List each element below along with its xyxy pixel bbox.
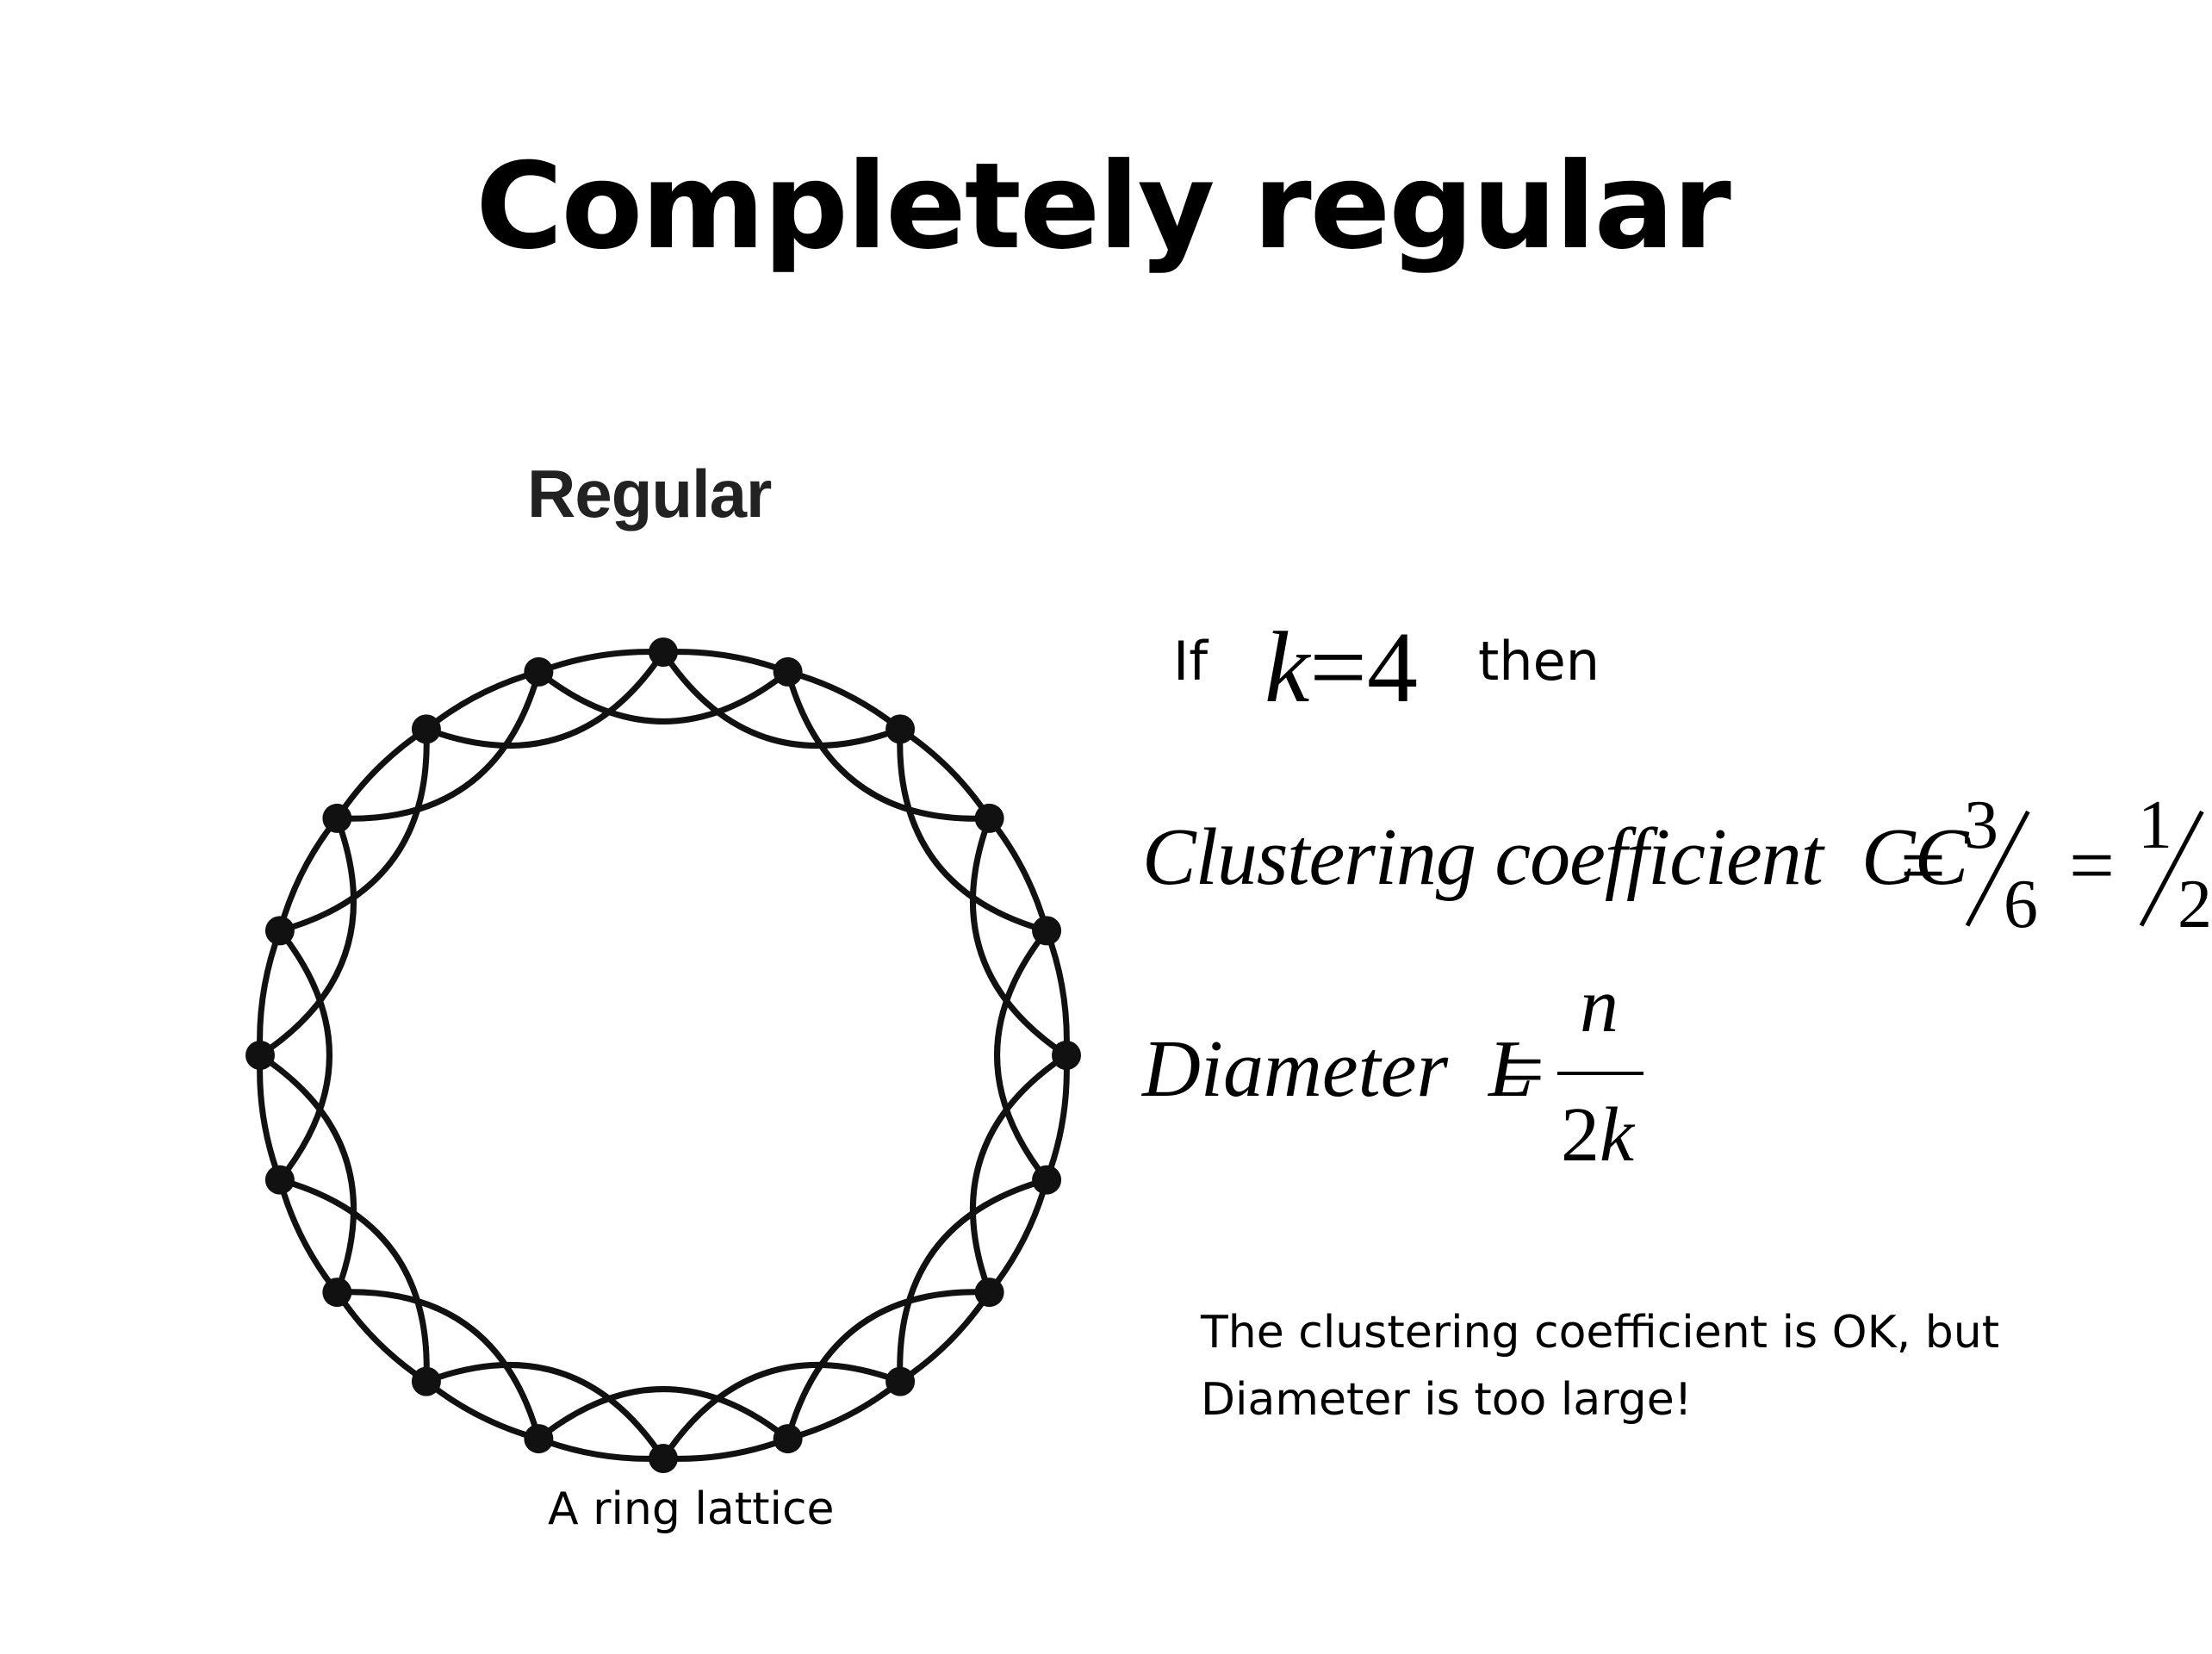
ring-edge [986, 816, 1050, 932]
second-neighbor-edge [970, 817, 1068, 1058]
lattice-node [773, 1424, 803, 1454]
clustering-coefficient-label: Clustering coefficient CC [1142, 810, 1968, 905]
fraction2-numerator: 1 [2138, 787, 2172, 863]
ring-edge [1043, 1054, 1070, 1181]
diameter-equals: = [1499, 1025, 1545, 1115]
lattice-node [524, 1424, 554, 1454]
lattice-node [1032, 1165, 1062, 1195]
lattice-node [974, 803, 1004, 833]
conclusion-note: The clustering coefficient is OK, but Di… [1201, 1299, 1999, 1433]
ring-edge [257, 930, 283, 1056]
second-neighbor-edge [897, 1177, 1048, 1382]
note-line-1: The clustering coefficient is OK, but [1201, 1307, 2000, 1359]
ring-edge [276, 1178, 340, 1295]
ring-edge [898, 726, 992, 820]
diameter-label: Diameter L [1142, 1022, 1533, 1116]
diameter-den-coef: 2 [1561, 1092, 1600, 1178]
k-equals: = [1309, 611, 1367, 724]
second-neighbor-edge [537, 669, 790, 724]
fraction1-numerator: 3 [1964, 787, 1998, 863]
lattice-node [1052, 1041, 1081, 1070]
lattice-node [322, 803, 352, 833]
lattice-node [264, 916, 295, 946]
second-neighbor-edge [258, 1053, 357, 1294]
lattice-node [411, 714, 441, 744]
cc-equals-1: = [1900, 821, 1947, 911]
second-neighbor-edge [994, 929, 1049, 1182]
ring-edge [537, 649, 664, 675]
lattice-node [245, 1041, 275, 1070]
second-neighbor-edge [785, 670, 990, 822]
ring-edge [334, 1290, 428, 1384]
ring-edge [276, 816, 340, 932]
cc-equals-2: = [2069, 821, 2116, 911]
ring-edge [424, 1378, 540, 1442]
ring-edges [257, 649, 1070, 1462]
lattice-node [524, 656, 554, 687]
if-text: If [1173, 630, 1209, 693]
second-neighbor-edge [425, 1362, 666, 1460]
ring-lattice-diagram [245, 637, 1081, 1473]
ring-edge [786, 668, 903, 732]
lattice-node [322, 1278, 352, 1308]
diameter-numerator: n [1580, 963, 1619, 1048]
cc-variable: CC [1861, 812, 1968, 902]
diameter-den-var: k [1600, 1092, 1634, 1178]
second-neighbor-edge [897, 729, 1048, 934]
lattice-node [1032, 916, 1062, 946]
lattice-node [264, 1165, 295, 1195]
lattice-node [411, 1366, 441, 1396]
second-neighbor-edge [661, 650, 902, 749]
second-neighbor-edge [278, 1177, 430, 1382]
ring-edge [786, 1378, 903, 1442]
diameter-denominator: 2k [1561, 1092, 1634, 1178]
second-neighbor-edge [337, 1289, 542, 1440]
second-neighbor-edge [970, 1053, 1068, 1294]
second-neighbor-edge [258, 817, 357, 1058]
fraction2-denominator: 2 [2178, 867, 2212, 942]
ring-edge [662, 649, 789, 675]
ring-edge [898, 1290, 992, 1384]
lattice-node [885, 1366, 916, 1396]
diameter-fraction-bar [1557, 1072, 1643, 1075]
second-neighbor-edge [785, 1289, 990, 1440]
diameter-word: Diameter [1142, 1024, 1449, 1114]
diameter-variable: L [1488, 1024, 1534, 1114]
fraction1-denominator: 6 [2004, 867, 2038, 942]
cc-label: Clustering coefficient [1142, 812, 1824, 902]
lattice-node [885, 714, 916, 744]
ring-edge [334, 726, 428, 820]
ring-edge [662, 1435, 789, 1462]
diagram-caption: A ring lattice [548, 1483, 835, 1535]
then-text: then [1478, 630, 1600, 693]
second-neighbor-edge [277, 929, 332, 1182]
ring-edge [986, 1178, 1050, 1295]
diagram-label: Regular [527, 456, 772, 532]
second-neighbor-edge [337, 670, 542, 822]
lattice-node [649, 637, 678, 667]
lattice-node [773, 656, 803, 687]
k-equation: k=4 [1264, 607, 1418, 728]
ring-edge [257, 1054, 283, 1181]
ring-nodes [245, 637, 1081, 1473]
ring-edge [537, 1435, 664, 1462]
k-variable: k [1264, 611, 1310, 724]
second-neighbor-edge [278, 729, 430, 934]
ring-edge [424, 668, 540, 732]
second-neighbor-edge [661, 1362, 902, 1460]
note-line-2: Diameter is too large! [1201, 1374, 1693, 1426]
ring-edge [1043, 930, 1070, 1056]
slide-title: Completely regular [475, 137, 1731, 276]
second-neighbor-edge [425, 650, 666, 749]
k-value: 4 [1366, 611, 1418, 724]
lattice-node [649, 1444, 678, 1473]
second-neighbor-edge [537, 1386, 790, 1441]
lattice-node [974, 1278, 1004, 1308]
